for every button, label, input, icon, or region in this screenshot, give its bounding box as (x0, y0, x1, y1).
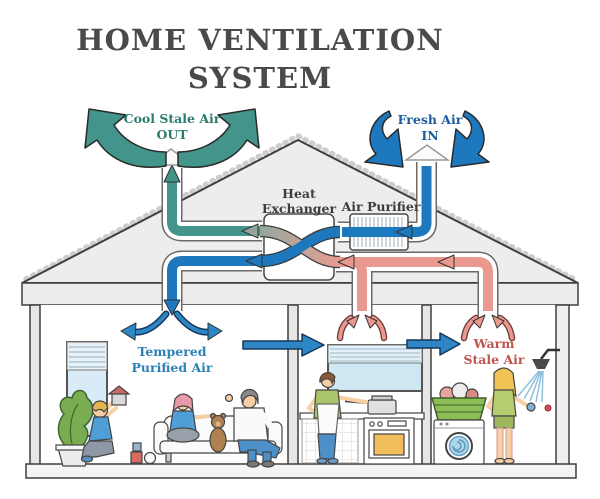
girl-legs (166, 427, 200, 443)
supply-stream (167, 256, 258, 306)
label-purified-air: Purified Air (132, 360, 213, 375)
diagram-labels: Cool Stale Air OUT Fresh Air IN Heat Exc… (124, 111, 525, 375)
washing-machine (433, 419, 485, 465)
floor (25, 463, 577, 479)
man-on-sofa (224, 388, 281, 468)
woman-cooking (306, 372, 368, 465)
bathroom (431, 348, 560, 465)
shower-head (532, 359, 550, 369)
boy-pants (81, 440, 115, 458)
purifier-arrowhead (395, 224, 413, 240)
teddy-bear (209, 412, 227, 453)
potted-plant (55, 389, 94, 467)
return-arrowhead (437, 254, 455, 270)
fresh-stream (342, 166, 432, 237)
fresh-air-in-arrows (364, 110, 490, 168)
boy-playing (80, 385, 157, 465)
left-wall (29, 304, 41, 466)
page-title: HOME VENTILATION SYSTEM (76, 23, 443, 95)
intake-chimney-cap (403, 144, 451, 161)
label-stale-air: Stale Air (464, 352, 525, 367)
sponge (526, 402, 536, 412)
in-arrow-right (450, 110, 490, 168)
label-tempered: Tempered (137, 344, 206, 359)
air-streams (163, 164, 493, 316)
girl-hair (172, 393, 194, 413)
toy-block-blue (132, 442, 142, 452)
oven-window (373, 433, 405, 456)
shower-knob (544, 404, 552, 412)
exhaust-stream (167, 174, 260, 236)
toy-block-red (130, 451, 143, 464)
hx-exhaust-exit-arrowhead (241, 223, 259, 239)
right-wall (555, 304, 570, 466)
man-fist (224, 393, 234, 403)
living-room (55, 341, 283, 468)
supply-down-arrowhead (163, 299, 181, 316)
label-heat: Heat (282, 186, 316, 201)
laundry-basket (431, 397, 487, 421)
woman2-top (491, 389, 517, 417)
shower (517, 348, 560, 412)
woman-shower (485, 367, 536, 465)
title-line2: SYSTEM (188, 61, 332, 95)
label-cool-stale-air: Cool Stale Air (124, 111, 221, 126)
label-air-purifier: Air Purifier (341, 199, 421, 214)
bathroom-vent-arrows (460, 314, 516, 342)
label-fresh-air-in: IN (421, 128, 438, 143)
tempered-air-vent-arrows (120, 310, 223, 341)
kitchen-window (327, 344, 423, 392)
apron (316, 403, 340, 435)
title-line1: HOME VENTILATION (76, 23, 443, 57)
wall-living-kitchen (287, 304, 299, 466)
shower-spray (517, 370, 544, 403)
label-exchanger: Exchanger (262, 201, 337, 216)
transfer-arrow-living-kitchen (242, 333, 325, 357)
toy-house (107, 385, 131, 406)
woman-jeans (317, 433, 337, 460)
boy-shirt (88, 416, 113, 442)
wall-kitchen-bathroom (421, 304, 432, 466)
window-blinds (66, 341, 108, 371)
man-hair (240, 388, 259, 405)
woman2-shorts (493, 415, 515, 429)
return-stream (338, 257, 493, 311)
hx-return-entry-arrowhead (337, 254, 355, 270)
out-arrow-left (84, 108, 167, 168)
label-warm: Warm (473, 336, 515, 351)
exhaust-up-arrowhead (163, 164, 181, 183)
kitchen-counter (299, 412, 425, 420)
toy-ball (143, 451, 157, 465)
girl-on-sofa (166, 393, 212, 443)
roof-shingles (23, 132, 577, 282)
kitchen-vent-arrows (336, 314, 388, 342)
label-fresh-air: Fresh Air (398, 112, 463, 127)
cool-stale-air-out-arrows (84, 108, 260, 168)
in-arrow-left (364, 110, 404, 168)
stove-oven (363, 417, 415, 465)
out-arrow-right (177, 108, 260, 168)
kitchen (299, 344, 425, 465)
woman-hair (319, 372, 336, 385)
hx-supply-exit-arrowhead (245, 253, 263, 269)
hx-supply-cross (259, 227, 341, 266)
transfer-arrow-kitchen-bathroom (406, 332, 461, 356)
label-cool-stale-air-out: OUT (156, 127, 188, 142)
